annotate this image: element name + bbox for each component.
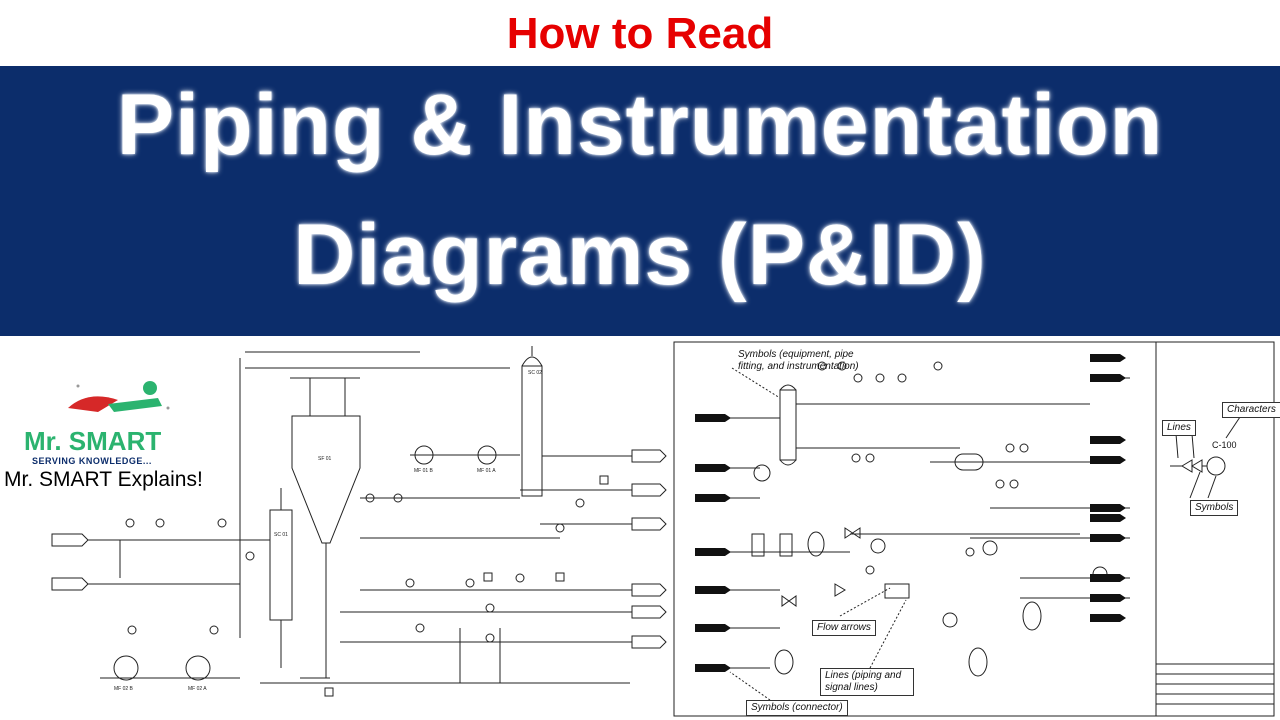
title-line-1: Piping & Instrumentation	[116, 77, 1164, 173]
logo-subtitle: Mr. SMART Explains!	[4, 468, 203, 491]
logo-name: Mr. SMART	[24, 426, 162, 456]
logo-tagline: SERVING KNOWLEDGE...	[32, 456, 152, 466]
legend-lines: Lines	[1162, 420, 1196, 436]
title-line-2: Diagrams (P&ID)	[293, 207, 987, 303]
tag-mf01b: MF 01 B	[414, 468, 434, 474]
kicker-title: How to Read	[506, 9, 774, 58]
flying-figure-icon	[68, 381, 170, 412]
mr-smart-logo: Mr. SMART SERVING KNOWLEDGE... Mr. SMART…	[4, 378, 248, 498]
title-banner: Piping & Instrumentation Diagrams (P&ID)	[0, 66, 1280, 336]
callout-symbols-equipment: Symbols (equipment, pipe fitting, and in…	[738, 349, 859, 372]
tag-sf01: SF 01	[318, 456, 332, 462]
legend-tag: C-100	[1212, 440, 1237, 450]
left-pid-diagram: SC 02 SF 01 SC 01 MF 01 B MF 01 A MF 02 …	[51, 346, 667, 697]
callout-lines: Lines (piping and signal lines)	[820, 668, 914, 696]
tag-sc01: SC 01	[274, 532, 288, 538]
tag-mf02a: MF 02 A	[188, 686, 207, 692]
callout-symbols-connector: Symbols (connector)	[746, 700, 848, 716]
legend-symbols: Symbols	[1190, 500, 1239, 516]
tag-sc02: SC 02	[528, 370, 542, 376]
legend-characters: Characters	[1222, 402, 1280, 418]
callout-flow-arrows: Flow arrows	[812, 620, 876, 636]
tag-mf02b: MF 02 B	[114, 686, 134, 692]
tag-mf01a: MF 01 A	[477, 468, 496, 474]
right-pid-diagram	[673, 341, 1275, 717]
